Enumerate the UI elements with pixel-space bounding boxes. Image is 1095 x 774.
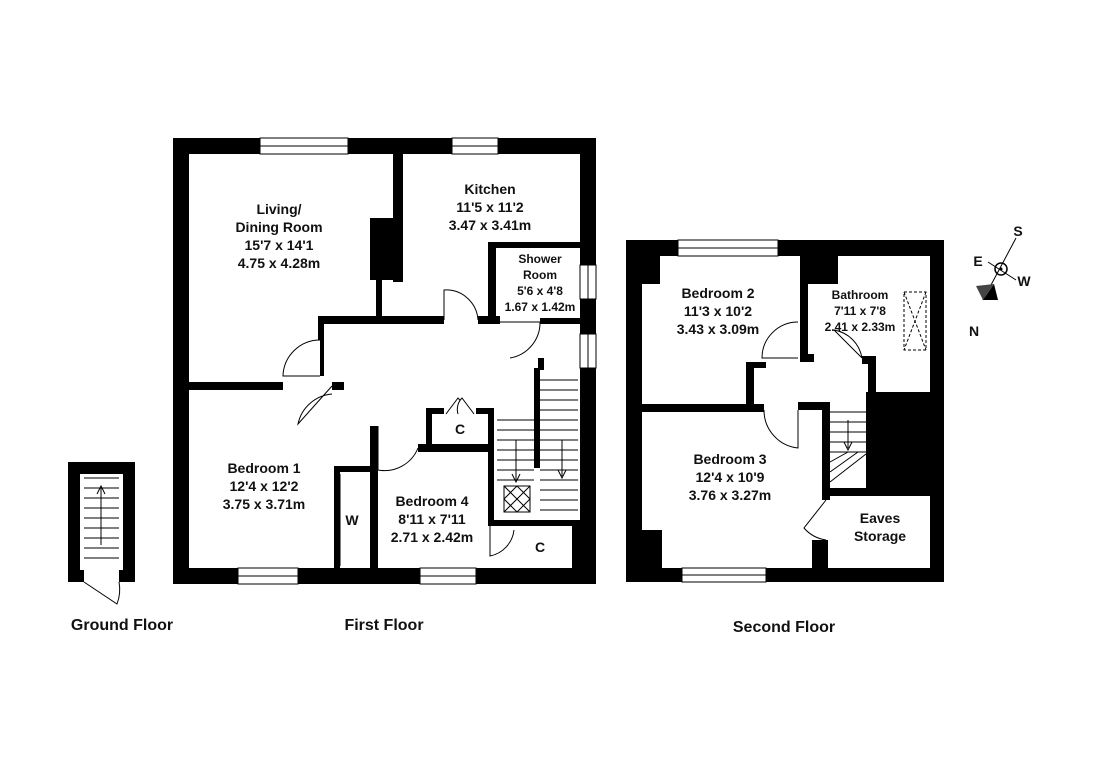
living-room-imperial: 15'7 x 14'1	[245, 237, 314, 253]
bathroom-imperial: 7'11 x 7'8	[834, 304, 886, 318]
skylight	[903, 291, 927, 351]
bedroom-4-name: Bedroom 4	[395, 493, 468, 509]
compass	[976, 237, 1017, 301]
second-floor-stairs	[829, 411, 867, 483]
eaves-storage-name-1: Eaves	[860, 510, 901, 526]
cupboard-label-bottom: C	[535, 539, 545, 555]
kitchen-imperial: 11'5 x 11'2	[456, 199, 524, 215]
bedroom-1-metric: 3.75 x 3.71m	[223, 496, 306, 512]
shower-room-metric: 1.67 x 1.42m	[505, 300, 576, 314]
bedroom-3-imperial: 12'4 x 10'9	[696, 469, 765, 485]
wardrobe-label: W	[345, 512, 359, 528]
bathroom-metric: 2.41 x 2.33m	[825, 320, 896, 334]
shower-room-name-2: Room	[523, 268, 557, 282]
bedroom-1-name: Bedroom 1	[227, 460, 300, 476]
bedroom-2-metric: 3.43 x 3.09m	[677, 321, 760, 337]
shower-room-imperial: 5'6 x 4'8	[517, 284, 563, 298]
compass-north-label: N	[969, 323, 979, 339]
compass-south-label: S	[1013, 223, 1022, 239]
kitchen-name: Kitchen	[464, 181, 515, 197]
living-room-name-2: Dining Room	[235, 219, 322, 235]
bedroom-4-metric: 2.71 x 2.42m	[391, 529, 474, 545]
bedroom-4-imperial: 8'11 x 7'11	[398, 511, 466, 527]
first-floor-plan	[173, 137, 597, 585]
first-floor-stairs	[497, 379, 578, 513]
bedroom-2-name: Bedroom 2	[681, 285, 754, 301]
bedroom-2-imperial: 11'3 x 10'2	[684, 303, 752, 319]
living-room-name-1: Living/	[256, 201, 301, 217]
bedroom-3-name: Bedroom 3	[693, 451, 766, 467]
bathroom-name: Bathroom	[832, 288, 889, 302]
cupboard-label-middle: C	[455, 421, 465, 437]
compass-east-label: E	[973, 253, 982, 269]
compass-west-label: W	[1017, 273, 1031, 289]
ground-stairs	[84, 477, 119, 559]
ground-floor-plan	[68, 462, 135, 605]
kitchen-metric: 3.47 x 3.41m	[449, 217, 532, 233]
shower-room-name-1: Shower	[518, 252, 562, 266]
first-floor-title: First Floor	[344, 617, 423, 634]
north-arrow-icon	[983, 284, 998, 300]
ground-floor-title: Ground Floor	[71, 617, 173, 634]
bedroom-1-imperial: 12'4 x 12'2	[230, 478, 299, 494]
eaves-storage-name-2: Storage	[854, 528, 906, 544]
second-floor-title: Second Floor	[733, 619, 835, 636]
second-floor-plan	[626, 239, 944, 583]
living-room-metric: 4.75 x 4.28m	[238, 255, 321, 271]
bedroom-3-metric: 3.76 x 3.27m	[689, 487, 772, 503]
